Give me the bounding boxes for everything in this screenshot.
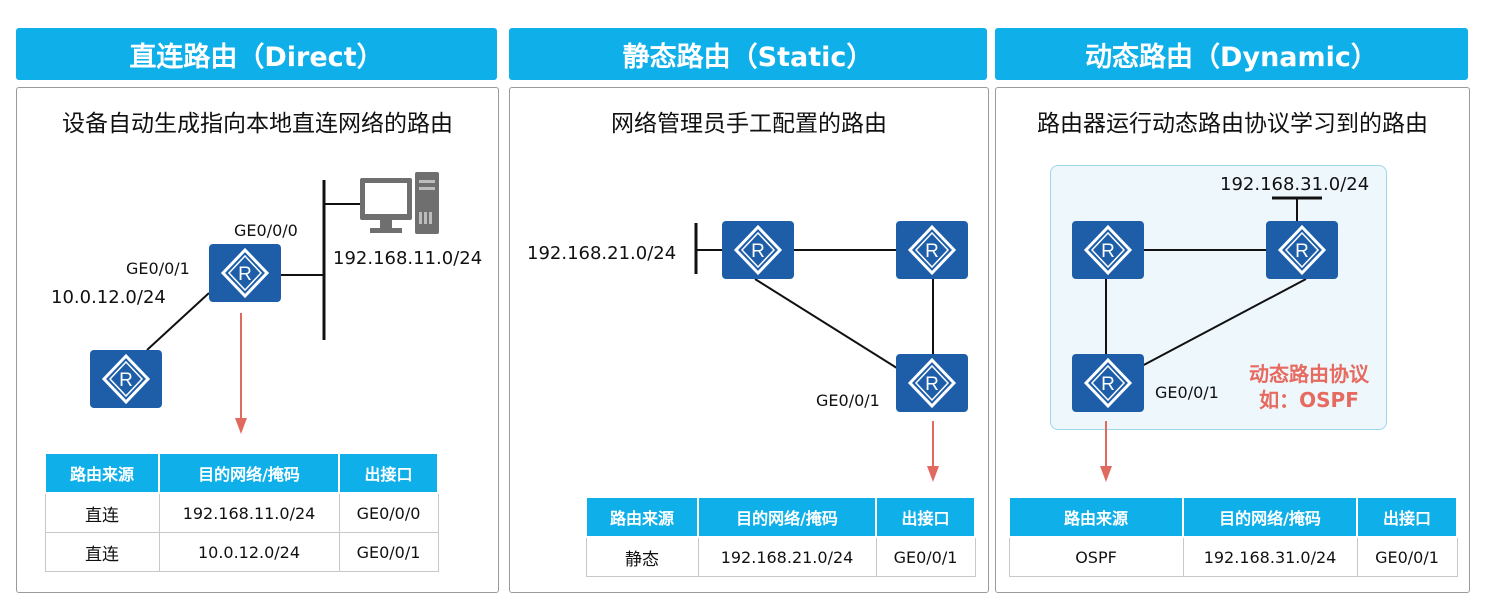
table-cell: OSPF — [1008, 536, 1184, 577]
svg-text:R: R — [119, 370, 133, 391]
table-cell: GE0/0/1 — [1356, 536, 1458, 577]
table-cell: 直连 — [44, 492, 160, 533]
svg-text:R: R — [1295, 241, 1309, 262]
router-icon: R — [1072, 354, 1144, 412]
interface-label-ge001: GE0/0/1 — [126, 259, 190, 278]
table-header: 目的网络/掩码 — [1182, 496, 1358, 538]
direct-routing-table: 路由来源 目的网络/掩码 出接口 直连 192.168.11.0/24 GE0/… — [44, 452, 439, 572]
svg-text:R: R — [751, 241, 765, 262]
router-icon: R — [1266, 221, 1338, 279]
network-label-right: 192.168.11.0/24 — [333, 248, 483, 269]
table-cell: 192.168.21.0/24 — [697, 536, 877, 577]
table-cell: 10.0.12.0/24 — [158, 532, 340, 572]
interface-label-ge001: GE0/0/1 — [1155, 383, 1219, 402]
table-cell: 192.168.11.0/24 — [158, 492, 340, 533]
router-icon: R — [1072, 221, 1144, 279]
table-row: OSPF 192.168.31.0/24 GE0/0/1 — [1008, 536, 1458, 577]
svg-text:R: R — [1101, 241, 1115, 262]
static-route-panel: 网络管理员手工配置的路由 R R R 192.168.21.0/24 GE0/0… — [509, 87, 989, 593]
router-icon: R — [209, 244, 281, 302]
table-row: 直连 192.168.11.0/24 GE0/0/0 — [44, 492, 439, 533]
table-cell: GE0/0/1 — [338, 532, 439, 572]
interface-label-ge000: GE0/0/0 — [234, 221, 298, 240]
table-row: 静态 192.168.21.0/24 GE0/0/1 — [585, 536, 976, 577]
table-header-row: 路由来源 目的网络/掩码 出接口 — [44, 452, 439, 494]
table-cell: GE0/0/1 — [875, 536, 976, 577]
svg-text:R: R — [238, 264, 252, 285]
table-cell: 直连 — [44, 532, 160, 572]
static-route-subtitle: 网络管理员手工配置的路由 — [611, 111, 887, 137]
router-icon: R — [722, 221, 794, 279]
table-header: 目的网络/掩码 — [697, 496, 877, 538]
table-header: 路由来源 — [44, 452, 160, 494]
routing-protocol-label: 动态路由协议 如：OSPF — [1236, 361, 1382, 413]
direct-route-panel: 设备自动生成指向本地直连网络的路由 R R GE0/0/0 GE0/0/1 10… — [16, 87, 499, 593]
router-icon: R — [90, 350, 162, 408]
table-header: 出接口 — [1356, 496, 1458, 538]
table-header-row: 路由来源 目的网络/掩码 出接口 — [1008, 496, 1458, 538]
pc-icon — [360, 172, 439, 234]
interface-label-ge001: GE0/0/1 — [816, 391, 880, 410]
table-header: 路由来源 — [1008, 496, 1184, 538]
dynamic-route-panel: 路由器运行动态路由协议学习到的路由 R R R 192.168.31.0/24 … — [995, 87, 1470, 593]
router-icon: R — [896, 354, 968, 412]
dynamic-route-subtitle: 路由器运行动态路由协议学习到的路由 — [1037, 111, 1428, 137]
network-label: 192.168.31.0/24 — [1220, 174, 1370, 195]
table-cell: 静态 — [585, 536, 699, 577]
static-routing-table: 路由来源 目的网络/掩码 出接口 静态 192.168.21.0/24 GE0/… — [585, 496, 976, 577]
dynamic-routing-table: 路由来源 目的网络/掩码 出接口 OSPF 192.168.31.0/24 GE… — [1008, 496, 1458, 577]
table-header-row: 路由来源 目的网络/掩码 出接口 — [585, 496, 976, 538]
table-header: 出接口 — [875, 496, 976, 538]
network-label-left: 10.0.12.0/24 — [51, 287, 166, 308]
svg-text:R: R — [1101, 374, 1115, 395]
table-cell: GE0/0/0 — [338, 492, 439, 533]
static-route-header: 静态路由（Static） — [509, 28, 987, 80]
table-header: 路由来源 — [585, 496, 699, 538]
table-row: 直连 10.0.12.0/24 GE0/0/1 — [44, 532, 439, 572]
table-cell: 192.168.31.0/24 — [1182, 536, 1358, 577]
routing-protocol-line1: 动态路由协议 — [1249, 362, 1369, 386]
table-header: 目的网络/掩码 — [158, 452, 340, 494]
dynamic-route-header: 动态路由（Dynamic） — [995, 28, 1468, 80]
router-icon: R — [896, 221, 968, 279]
routing-protocol-line2: 如：OSPF — [1259, 388, 1359, 412]
table-header: 出接口 — [338, 452, 439, 494]
svg-text:R: R — [925, 241, 939, 262]
network-label: 192.168.21.0/24 — [527, 243, 677, 264]
svg-text:R: R — [925, 374, 939, 395]
direct-route-subtitle: 设备自动生成指向本地直连网络的路由 — [62, 111, 453, 137]
direct-route-header: 直连路由（Direct） — [16, 28, 497, 80]
